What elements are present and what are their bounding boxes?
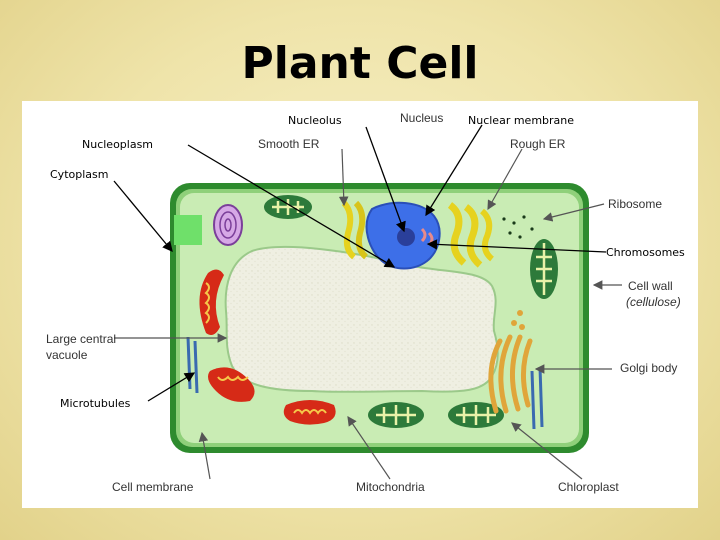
smooth-er (341, 200, 369, 260)
label-nucleoplasm: Nucleoplasm (82, 138, 153, 151)
label-chromosomes: Chromosomes (606, 246, 685, 259)
mitochondria (199, 269, 336, 425)
large-central-vacuole (224, 246, 499, 393)
golgi-body (488, 334, 533, 414)
label-cell-wall: Cell wall (628, 279, 673, 293)
label-nuclear-membrane: Nuclear membrane (468, 114, 574, 127)
purple-organelle (213, 204, 243, 246)
overlay-arrows (113, 124, 607, 402)
microtubules-arrow (147, 372, 196, 402)
label-chloroplast: Chloroplast (558, 480, 619, 494)
label-cell-wall-sub: (cellulose) (626, 295, 681, 309)
label-large-central-vacuole-sub: vacuole (46, 348, 88, 362)
label-cell-membrane: Cell membrane (112, 480, 194, 494)
chromosomes-arrow (426, 239, 607, 253)
nucleolus-arrow (365, 126, 406, 233)
chloroplasts (264, 195, 558, 428)
nucleoplasm-arrow (187, 144, 396, 268)
nucleolus (397, 228, 415, 246)
diagram-panel: Nucleus Smooth ER Rough ER Ribosome Cell… (22, 101, 698, 508)
label-mitochondria: Mitochondria (356, 480, 425, 494)
label-golgi-body: Golgi body (620, 361, 677, 375)
label-rough-er: Rough ER (510, 137, 566, 151)
label-cytoplasm: Cytoplasm (50, 168, 108, 181)
image-leader-lines (114, 148, 622, 480)
label-nucleus: Nucleus (400, 111, 443, 125)
label-smooth-er: Smooth ER (258, 137, 320, 151)
rough-er (447, 202, 494, 268)
nuclear-membrane-arrow (425, 124, 483, 217)
slide-title: Plant Cell (241, 38, 479, 89)
label-ribosome: Ribosome (608, 197, 662, 211)
plastid-square (174, 215, 202, 245)
plant-cell-diagram: Nucleus Smooth ER Rough ER Ribosome Cell… (46, 111, 685, 494)
label-nucleolus: Nucleolus (288, 114, 342, 127)
label-large-central-vacuole: Large central (46, 332, 116, 346)
label-microtubules: Microtubules (60, 397, 131, 410)
ribosomes (502, 215, 534, 239)
golgi-vesicles (511, 310, 525, 330)
cytoplasm-arrow (113, 180, 173, 253)
